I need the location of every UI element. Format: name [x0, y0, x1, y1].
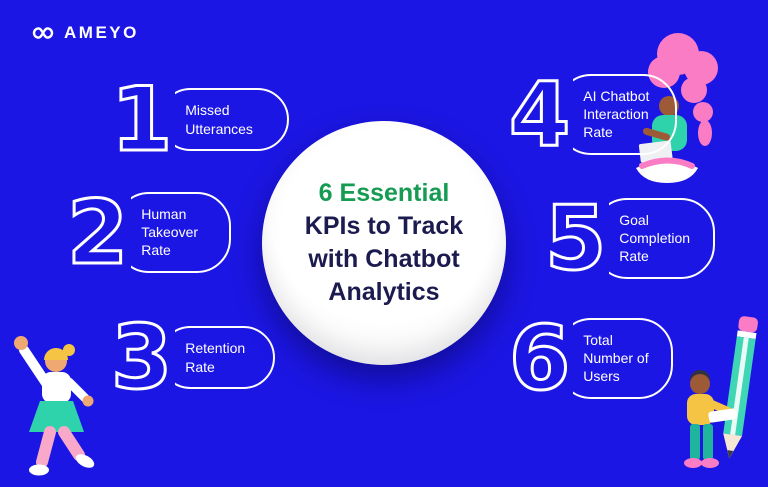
white-top: [42, 372, 71, 403]
ameyo-logo: AMEYO: [30, 20, 139, 46]
kpi-pill-5: Goal Completion Rate: [593, 198, 716, 279]
pants-left: [690, 424, 700, 460]
kpi-label-1: Missed Utterances: [185, 102, 253, 137]
head: [690, 374, 710, 394]
title-highlight: 6 Essential: [318, 179, 450, 207]
papers: [708, 408, 737, 423]
person-waving-illustration: [14, 336, 95, 476]
kpi-item-5: 5 Goal Completion Rate: [542, 193, 716, 284]
pencil-eraser: [738, 316, 758, 333]
kpi-item-3: 3 Retention Rate: [108, 312, 276, 403]
kpi-pill-2: Human Takeover Rate: [115, 192, 232, 273]
kpi-item-2: 2 Human Takeover Rate: [64, 187, 232, 278]
infinity-icon: [32, 27, 54, 39]
kpi-pill-6: Total Number of Users: [557, 318, 674, 399]
infographic-title: 6 Essential KPIs to Track with Chatbot A…: [291, 177, 477, 309]
leg-left: [36, 426, 56, 468]
kpi-number-2: 2: [64, 187, 132, 278]
kpi-number-6: 6: [506, 313, 574, 404]
shoe-right: [701, 458, 719, 468]
shoe-left: [29, 464, 49, 476]
leg-accent: [639, 157, 695, 169]
center-circle: 6 Essential KPIs to Track with Chatbot A…: [262, 121, 506, 365]
kpi-label-4: AI Chatbot Interaction Rate: [583, 88, 650, 141]
kpi-label-6: Total Number of Users: [583, 332, 649, 385]
kpi-pill-1: Missed Utterances: [159, 88, 290, 151]
shoe-right: [75, 454, 95, 468]
hair-bun: [63, 344, 75, 356]
pants-right: [703, 424, 713, 460]
kpi-label-5: Goal Completion Rate: [619, 212, 691, 265]
lower-arm: [64, 377, 90, 403]
kpi-number-4: 4: [506, 69, 574, 160]
shoe-left: [684, 458, 702, 468]
person-holding-giant-pencil-illustration: [684, 316, 758, 468]
leg-right: [58, 426, 85, 461]
waving-hand: [14, 336, 28, 350]
kpi-number-1: 1: [108, 74, 176, 165]
yellow-shirt: [687, 394, 714, 425]
pencil-tip: [723, 433, 743, 459]
kpi-item-6: 6 Total Number of Users: [506, 313, 674, 404]
giant-pencil: [723, 316, 758, 459]
yellow-hair: [44, 348, 68, 360]
kpi-label-3: Retention Rate: [185, 340, 246, 375]
kpi-pill-3: Retention Rate: [159, 326, 276, 389]
kpi-number-5: 5: [542, 193, 610, 284]
logo-text: AMEYO: [64, 23, 139, 42]
kpi-number-3: 3: [108, 312, 176, 403]
green-skirt: [29, 401, 84, 432]
kpi-item-1: 1 Missed Utterances: [108, 74, 290, 165]
title-rest: KPIs to Track with Chatbot Analytics: [304, 212, 464, 306]
kpi-label-2: Human Takeover Rate: [141, 206, 199, 259]
hand: [82, 395, 94, 407]
kpi-pill-4: AI Chatbot Interaction Rate: [557, 74, 678, 155]
kpi-item-4: 4 AI Chatbot Interaction Rate: [506, 69, 678, 160]
